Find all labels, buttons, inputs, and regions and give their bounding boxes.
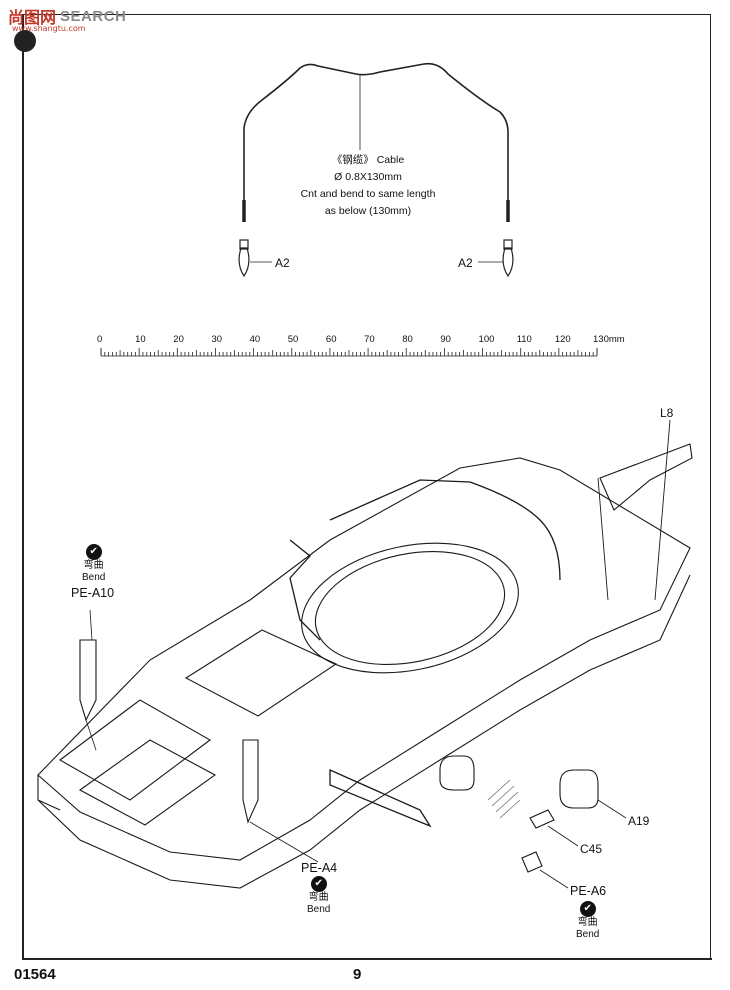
bend-label-en: Bend — [576, 929, 600, 940]
bend-label-cn: 弯曲 — [83, 560, 104, 571]
page-frame — [22, 14, 711, 959]
bend-check-icon: ✔ — [579, 901, 596, 917]
part-label-l8: L8 — [660, 406, 674, 420]
ruler-tick-label: 110 — [516, 334, 532, 345]
cable-note-instruction: Cnt and bend to same length — [300, 188, 436, 200]
product-code: 01564 — [14, 966, 56, 983]
page-border-bottom — [22, 958, 712, 960]
ruler-tick-label: 90 — [440, 334, 451, 345]
bend-marker-pe-a4: ✔ 弯曲 Bend — [307, 876, 330, 916]
ruler-tick-label: 20 — [173, 334, 184, 345]
bend-check-icon: ✔ — [310, 876, 327, 892]
part-label-a2-right: A2 — [458, 256, 473, 270]
ruler-tick-label: 80 — [402, 334, 413, 345]
cable-note-size: Ø 0.8X130mm — [334, 171, 402, 183]
part-label-pe-a6: PE-A6 — [570, 884, 607, 898]
watermark-logo-ball — [14, 30, 36, 52]
hull-drawing — [37, 419, 693, 889]
ruler-tick-label: 60 — [325, 334, 337, 345]
scale-ruler — [100, 348, 598, 357]
ruler-tick-label: 30 — [211, 334, 223, 345]
watermark: 尚图网 SEARCH — [8, 4, 126, 28]
ruler-tick-label: 100 — [478, 334, 495, 345]
bend-marker-pe-a6: ✔ 弯曲 Bend — [576, 901, 599, 941]
ruler-tick-label: 0 — [97, 334, 103, 345]
part-label-a19: A19 — [628, 814, 650, 828]
bend-label-cn: 弯曲 — [577, 917, 598, 928]
watermark-url: www.shangtu.com — [12, 24, 86, 33]
page-number: 9 — [353, 966, 362, 983]
bend-label-en: Bend — [82, 572, 106, 583]
part-label-pe-a10: PE-A10 — [71, 586, 115, 600]
cable-note-title: 《钢缆》 Cable — [331, 154, 405, 166]
ruler-tick-label: 70 — [364, 334, 375, 345]
ruler-tick-label: 10 — [135, 334, 146, 345]
bend-marker-pe-a10: ✔ 弯曲 Bend — [82, 544, 105, 584]
cable-note-length: as below (130mm) — [324, 205, 412, 217]
part-label-pe-a4: PE-A4 — [301, 861, 338, 875]
cable-wire — [243, 62, 509, 220]
watermark-en: SEARCH — [60, 7, 127, 25]
watermark-cn: 尚图网 — [8, 8, 57, 27]
bend-check-icon: ✔ — [85, 544, 102, 560]
bend-label-cn: 弯曲 — [308, 892, 329, 903]
page-border-left — [22, 14, 24, 958]
part-label-c45: C45 — [580, 842, 603, 856]
ruler-tick-label: 130mm — [593, 334, 625, 345]
ruler-tick-label: 120 — [554, 334, 571, 345]
cable-note: 《钢缆》 Cable Ø 0.8X130mm Cnt and bend to s… — [288, 152, 448, 220]
part-label-a2-left: A2 — [275, 256, 290, 270]
ruler-tick-label: 40 — [249, 334, 261, 345]
ruler-tick-label: 50 — [287, 334, 299, 345]
bend-label-en: Bend — [307, 904, 331, 915]
